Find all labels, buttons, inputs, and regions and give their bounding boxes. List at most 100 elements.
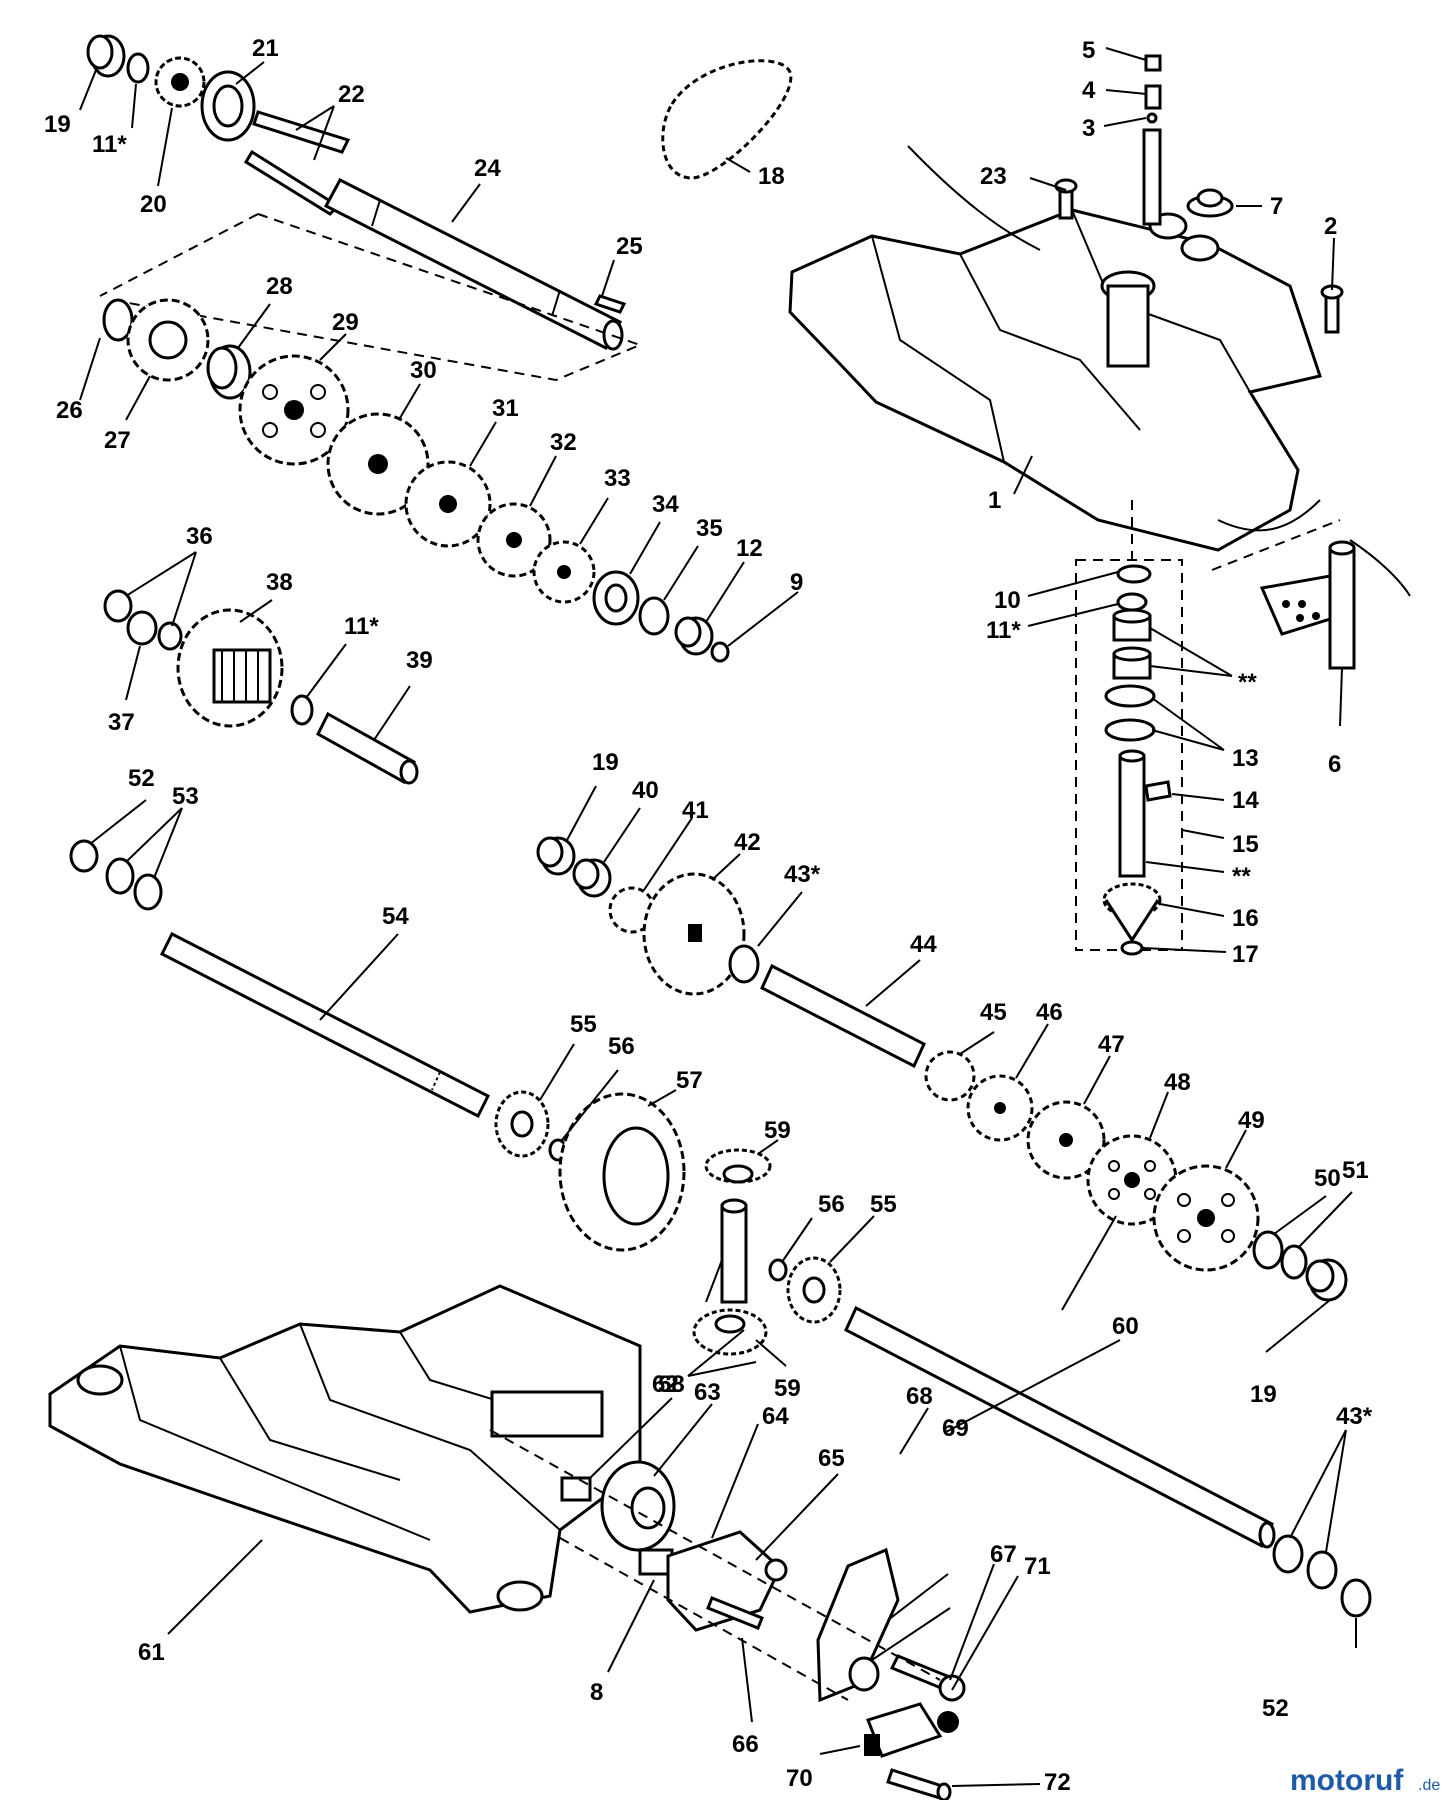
- part-49-gear: [1152, 1164, 1260, 1272]
- label-19-right: 19: [1250, 1381, 1277, 1408]
- label-31: 31: [492, 395, 519, 422]
- label-59-top: 59: [764, 1117, 791, 1144]
- label-10: 10: [994, 587, 1021, 614]
- label-60: 60: [1112, 1313, 1139, 1340]
- label-71: 71: [1024, 1553, 1051, 1580]
- label-39: 39: [406, 647, 433, 674]
- part-12-bushing: [674, 616, 714, 656]
- label-8: 8: [590, 1679, 603, 1706]
- part-50-washer: [1252, 1230, 1284, 1270]
- part-13-washer-a: [1104, 684, 1156, 708]
- part-19-bushing-mid: [536, 836, 576, 876]
- label-32: 32: [550, 429, 577, 456]
- label-51: 51: [1342, 1157, 1369, 1184]
- label-6: 6: [1328, 751, 1341, 778]
- part-43-washer-right-b: [1306, 1550, 1338, 1590]
- label-69: 69: [942, 1415, 969, 1442]
- label-36: 36: [186, 523, 213, 550]
- leader-lines: [79, 47, 1357, 1787]
- part-7-plug: [1186, 188, 1234, 218]
- part-nut-lower: [937, 1711, 959, 1733]
- label-19: 19: [44, 111, 71, 138]
- part-38-cluster-gear: [176, 608, 284, 728]
- label-30: 30: [410, 357, 437, 384]
- label-29: 29: [332, 309, 359, 336]
- part-bearing-upper: [1112, 608, 1152, 642]
- part-40-bushing: [572, 858, 612, 898]
- label-1: 1: [988, 487, 1001, 514]
- watermark-logo: motoruf .de: [1290, 1764, 1440, 1797]
- part-23-bolt: [1054, 178, 1078, 220]
- label-55-right: 55: [870, 1191, 897, 1218]
- label-34: 34: [652, 491, 679, 518]
- label-15: 15: [1232, 831, 1259, 858]
- label-58: 58: [658, 1371, 685, 1398]
- part-60-axle-shaft: [844, 1305, 1276, 1549]
- label-53: 53: [172, 783, 199, 810]
- label-54: 54: [382, 903, 409, 930]
- label-27: 27: [104, 427, 131, 454]
- part-25-key: [593, 294, 627, 314]
- part-64-caliper: [666, 1530, 788, 1632]
- part-42-gear: [642, 872, 746, 996]
- part-11-top-washer: [126, 52, 150, 84]
- label-65: 65: [818, 1445, 845, 1472]
- assembly-boundary-lower: [489, 1429, 941, 1701]
- label-50: 50: [1314, 1165, 1341, 1192]
- part-43-washer-mid: [728, 944, 760, 984]
- label-13: 13: [1232, 745, 1259, 772]
- part-53-washer-a: [105, 857, 135, 895]
- part-29-gear: [238, 354, 350, 466]
- part-36-washer-a: [103, 589, 133, 623]
- part-13-washer-b: [1104, 718, 1156, 742]
- label-49: 49: [1238, 1107, 1265, 1134]
- label-11-mid: 11*: [344, 613, 379, 640]
- label-52-left: 52: [128, 765, 155, 792]
- label-62: 62: [652, 1371, 679, 1398]
- label-double-star-a: **: [1238, 669, 1257, 696]
- label-33: 33: [604, 465, 631, 492]
- label-22: 22: [338, 81, 365, 108]
- label-38: 38: [266, 569, 293, 596]
- label-3: 3: [1082, 115, 1095, 142]
- label-24: 24: [474, 155, 501, 182]
- part-44-shaft: [760, 963, 926, 1069]
- part-33-gear: [532, 540, 596, 604]
- label-63: 63: [694, 1379, 721, 1406]
- label-4: 4: [1082, 77, 1096, 104]
- part-53-washer-b: [133, 873, 163, 911]
- part-18-chain: [661, 59, 793, 180]
- part-56-washer-right: [768, 1258, 788, 1282]
- part-steering-shaft: [1118, 749, 1146, 878]
- label-45: 45: [980, 999, 1007, 1026]
- part-35-washer: [638, 596, 670, 636]
- label-44: 44: [910, 931, 937, 958]
- part-58-cross-pin: [720, 1198, 748, 1304]
- label-26: 26: [56, 397, 83, 424]
- part-63-brake-disc: [600, 1460, 676, 1552]
- part-54-axle-shaft: [159, 931, 491, 1119]
- part-bearing-lower: [1112, 646, 1152, 680]
- watermark-brand: motoruf: [1290, 1764, 1404, 1797]
- label-52-right: 52: [1262, 1695, 1289, 1722]
- part-34-bearing: [592, 570, 640, 626]
- part-6-bracket: [1259, 539, 1411, 670]
- part-31-gear: [404, 460, 492, 548]
- label-16: 16: [1232, 905, 1259, 932]
- part-70-bracket: [864, 1702, 943, 1758]
- label-23: 23: [980, 163, 1007, 190]
- label-9: 9: [790, 569, 803, 596]
- part-72-bolt: [886, 1768, 952, 1800]
- label-7: 7: [1270, 193, 1283, 220]
- label-70: 70: [786, 1765, 813, 1792]
- label-57: 57: [676, 1067, 703, 1094]
- part-51-washer: [1280, 1244, 1308, 1280]
- label-12: 12: [736, 535, 763, 562]
- label-18: 18: [758, 163, 785, 190]
- label-11: 11*: [92, 131, 127, 158]
- label-59-bottom: 59: [774, 1375, 801, 1402]
- part-19-bushing-right: [1305, 1258, 1348, 1302]
- part-16-pinion-gear: [1102, 882, 1162, 943]
- label-19-mid: 19: [592, 749, 619, 776]
